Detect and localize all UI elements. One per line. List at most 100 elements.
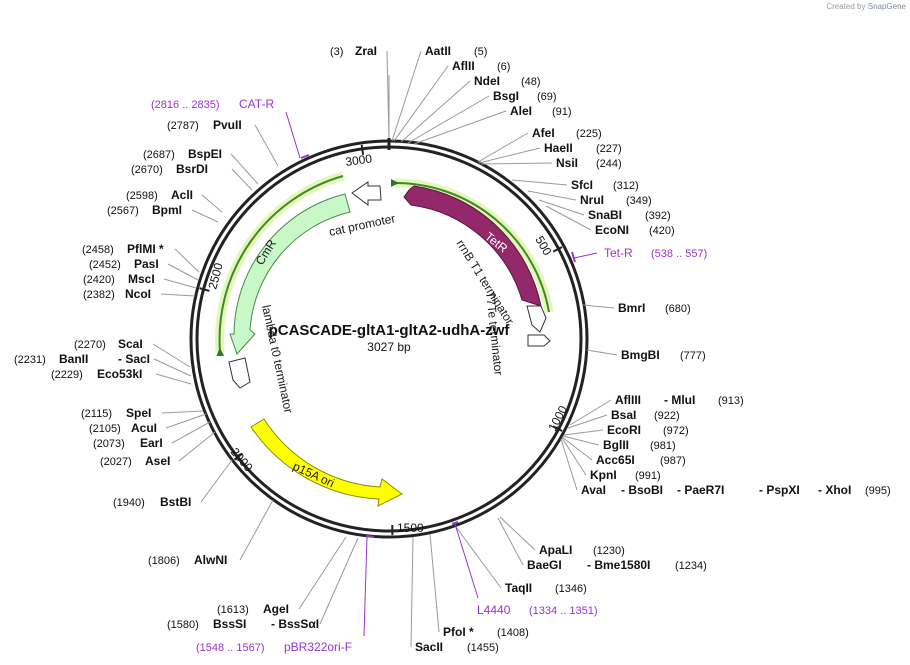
- site-leader: [455, 526, 502, 589]
- site-enzyme: BglII: [603, 438, 629, 452]
- site-label: AfeI (225): [532, 126, 602, 140]
- site-leader: [201, 194, 223, 213]
- primer-l4440-name: L4440: [477, 603, 511, 617]
- site-enzyme: HaeII: [544, 141, 573, 155]
- site-label: (2598)AclI: [126, 188, 193, 202]
- site-enzyme: PflMI *: [127, 242, 164, 256]
- site-leader: [499, 516, 536, 551]
- site-enzyme: AatII: [425, 44, 451, 58]
- site-position: (1230): [593, 545, 625, 557]
- site-label: AflIII- MluI(913): [615, 393, 744, 407]
- site-leader: [429, 533, 440, 633]
- plasmid-name: pCASCADE-gltA1-gltA2-udhA-zwf: [269, 322, 511, 339]
- site-enzyme: BpmI: [152, 203, 182, 217]
- site-label: Acc65I (987): [596, 453, 686, 467]
- site-enzyme: ZraI: [355, 44, 377, 58]
- site-enzyme: - PaeR7I: [677, 483, 724, 497]
- site-leader: [407, 95, 490, 144]
- tick-mark: [552, 246, 563, 253]
- site-leader: [569, 399, 612, 426]
- site-position: (5): [474, 46, 487, 58]
- snapgene-credit: Created by SnapGene: [826, 2, 906, 11]
- site-enzyme: AseI: [145, 454, 170, 468]
- site-label: EcoNI(420): [595, 223, 675, 237]
- tick-mark: [199, 287, 210, 292]
- site-position: (981): [650, 440, 676, 452]
- site-enzyme: AfeI: [532, 126, 555, 140]
- site-enzyme: BsrDI: [176, 162, 208, 176]
- site-position: (48): [521, 76, 541, 88]
- primer-pbr322ori-f-name: pBR322ori-F: [284, 640, 352, 654]
- site-position: (972): [663, 425, 689, 437]
- feature-arrows: [215, 171, 554, 507]
- site-label: (1613) AgeI: [217, 602, 289, 616]
- site-position: (2458): [82, 244, 114, 256]
- site-position: (995): [865, 485, 891, 497]
- site-enzyme: SacII: [415, 640, 443, 654]
- tick-mark: [360, 144, 365, 155]
- site-position: (3): [330, 46, 343, 58]
- site-leader: [563, 429, 604, 436]
- t7te-terminator-arrow: [527, 334, 551, 347]
- site-label: (2567) BpmI: [107, 203, 182, 217]
- site-position: (922): [654, 410, 680, 422]
- site-position: (987): [660, 455, 686, 467]
- site-enzyme: PvuII: [213, 118, 242, 132]
- site-label: (2420) MscI: [83, 272, 155, 286]
- site-position: (1580): [167, 619, 199, 631]
- site-enzyme: EarI: [140, 436, 163, 450]
- site-position: (2073): [93, 438, 125, 450]
- site-enzyme: MscI: [128, 272, 155, 286]
- site-enzyme: NdeI: [474, 74, 500, 88]
- site-label: (2458) PflMI *: [82, 242, 164, 256]
- site-position: (225): [576, 128, 602, 140]
- site-label: (2027)AseI: [100, 454, 170, 468]
- site-position: (69): [537, 91, 557, 103]
- site-enzyme: - Bme1580I: [587, 558, 650, 572]
- site-enzyme: AgeI: [263, 602, 289, 616]
- site-label: PfoI *(1408): [443, 625, 529, 639]
- site-label: (2231)BanII- SacI: [14, 352, 150, 366]
- site-position: (777): [680, 350, 706, 362]
- cmr-arrow: [229, 193, 351, 355]
- site-position: (2229): [51, 369, 83, 381]
- site-position: (913): [718, 395, 744, 407]
- site-label: (2073) EarI: [93, 436, 163, 450]
- site-position: (420): [649, 225, 675, 237]
- primer-cat-r-range: (2816 .. 2835): [151, 99, 220, 111]
- site-position: (1613): [217, 604, 249, 616]
- site-position: (2670): [131, 164, 163, 176]
- site-position: (2420): [83, 274, 115, 286]
- site-label: HaeII(227): [544, 141, 622, 155]
- site-enzyme: - SacI: [118, 352, 150, 366]
- site-position: (312): [613, 180, 639, 192]
- site-enzyme: AclI: [171, 188, 193, 202]
- site-leader: [582, 304, 615, 309]
- site-label: (2670) BsrDI: [131, 162, 208, 176]
- tick-mark: [552, 425, 563, 432]
- site-leader: [538, 199, 585, 216]
- site-leader: [239, 499, 274, 561]
- site-enzyme: Acc65I: [596, 453, 635, 467]
- site-label: NruI(349): [580, 193, 652, 207]
- site-position: (2567): [107, 205, 139, 217]
- site-enzyme: BmgBI: [621, 348, 660, 362]
- primer-marks: [285, 111, 598, 637]
- site-enzyme: PfoI *: [443, 625, 474, 639]
- site-position: (991): [635, 470, 661, 482]
- site-leader: [567, 414, 608, 429]
- site-enzyme: ApaLI: [539, 543, 572, 557]
- site-enzyme: SfcI: [571, 178, 593, 192]
- site-leader: [527, 190, 577, 201]
- site-leader: [545, 205, 592, 231]
- tick-label-2500: 2500: [205, 261, 226, 291]
- site-position: (2452): [89, 259, 121, 271]
- site-enzyme: KpnI: [590, 468, 617, 482]
- site-position: (6): [497, 61, 510, 73]
- site-label: (2229)Eco53kI: [51, 367, 142, 381]
- site-leader: [319, 537, 359, 625]
- site-leader: [191, 209, 219, 223]
- site-enzyme: NcoI: [125, 287, 151, 301]
- site-position: (2270): [74, 339, 106, 351]
